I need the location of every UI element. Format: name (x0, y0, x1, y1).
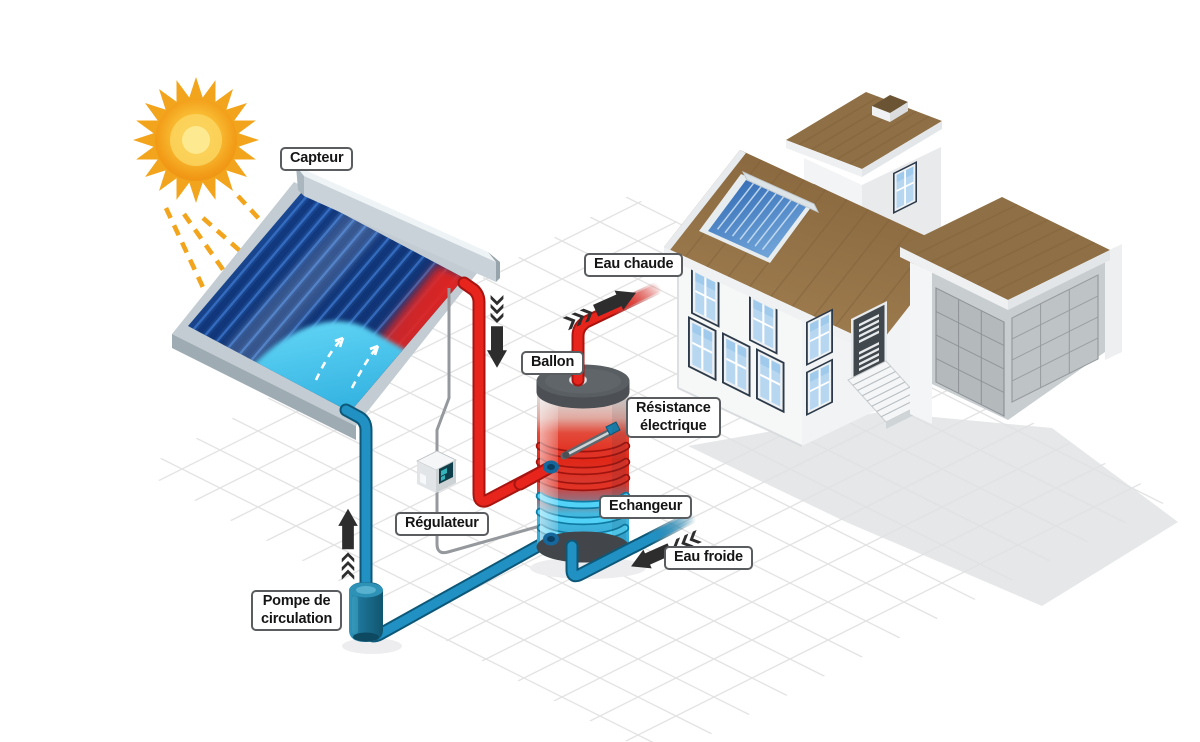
solar-collector (172, 166, 500, 440)
label-ballon: Ballon (521, 351, 585, 375)
pump-shadow (342, 638, 402, 654)
electric-heating-element (560, 421, 621, 460)
label-eau-chaude: Eau chaude (584, 253, 684, 277)
house (664, 92, 1178, 606)
pipe-cold-water-in (565, 511, 697, 583)
house-shadow (688, 412, 1178, 606)
label-echangeur: Echangeur (599, 495, 693, 519)
skylight (872, 95, 908, 122)
label-resistance-line2: électrique (640, 417, 707, 434)
label-regulateur: Régulateur (395, 512, 489, 536)
sensor-wire (435, 288, 541, 555)
garage (900, 197, 1122, 424)
label-resistance-electrique: Résistance électrique (626, 397, 721, 439)
return-up-arrow (338, 508, 358, 580)
tank-inlet-fitting (513, 460, 559, 546)
circulation-pump (349, 582, 383, 642)
collector-manifold (296, 166, 500, 282)
pipe-hot-collector-to-tank (457, 276, 558, 508)
regulator-unit (416, 450, 457, 493)
label-eau-froide: Eau froide (664, 546, 753, 570)
sun-icon (133, 77, 259, 203)
garage-door (935, 287, 1005, 417)
label-resistance-line1: Résistance (636, 400, 711, 416)
garage-door (1011, 274, 1099, 403)
label-pompe-de-circulation: Pompe de circulation (251, 590, 343, 632)
label-capteur: Capteur (280, 147, 354, 171)
label-pompe-line2: circulation (261, 610, 333, 627)
collector-flow-arrows (314, 336, 380, 389)
garage-roof (900, 197, 1110, 300)
storage-tank (535, 364, 631, 563)
label-pompe-line1: Pompe de (262, 593, 331, 609)
rooftop-solar-panel (699, 170, 820, 263)
